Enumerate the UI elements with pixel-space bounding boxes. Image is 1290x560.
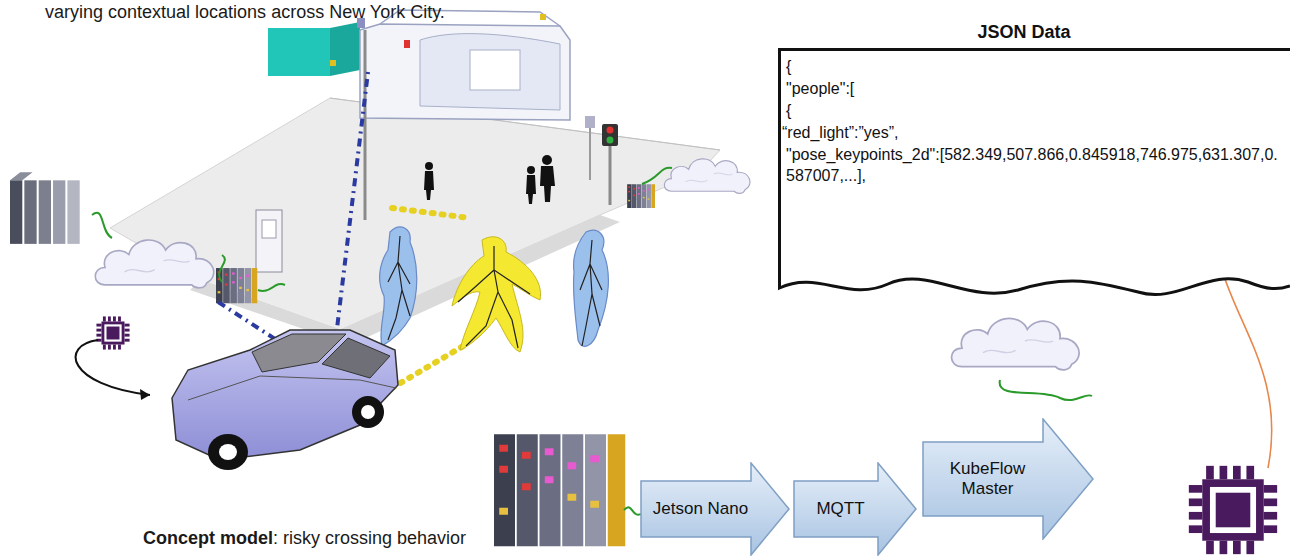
arrow-text: KubeFlow Master [928,459,1047,500]
note-text: varying contextual locations across New … [45,2,445,23]
arrow-label: Jetson Nano [646,481,755,537]
arrow-text: Jetson Nano [653,499,748,519]
arrow-text: MQTT [816,499,864,519]
json-line: "pose_keypoints_2d":[582.349,507.866,0.8… [786,144,1280,186]
json-line: “red_light”:”yes”, [782,122,1276,143]
caption-text: Concept model [143,528,273,548]
caption-line: Concept model: risky crossing behavior [143,528,466,549]
process-arrow: MQTT [793,462,917,556]
json-line: { [786,100,1280,121]
arrow-outline [641,463,789,555]
arrow-label: KubeFlow Master [928,442,1047,516]
caption-text: : risky crossing behavior [273,528,466,548]
arrow-outline [923,419,1093,539]
arrow-label: MQTT [799,481,882,537]
json-line: "people":[ [786,78,1280,99]
process-arrow: Jetson Nano [640,462,790,556]
json-box-border [780,50,1290,295]
json-data-box: JSON Data{"people":[{“red_light”:”yes”,"… [778,20,1290,312]
process-arrow: KubeFlow Master [922,418,1094,540]
json-line: { [786,56,1280,77]
json-box-outline [778,20,1290,312]
arrow-outline [794,463,916,555]
box-heading: JSON Data [778,22,1270,43]
